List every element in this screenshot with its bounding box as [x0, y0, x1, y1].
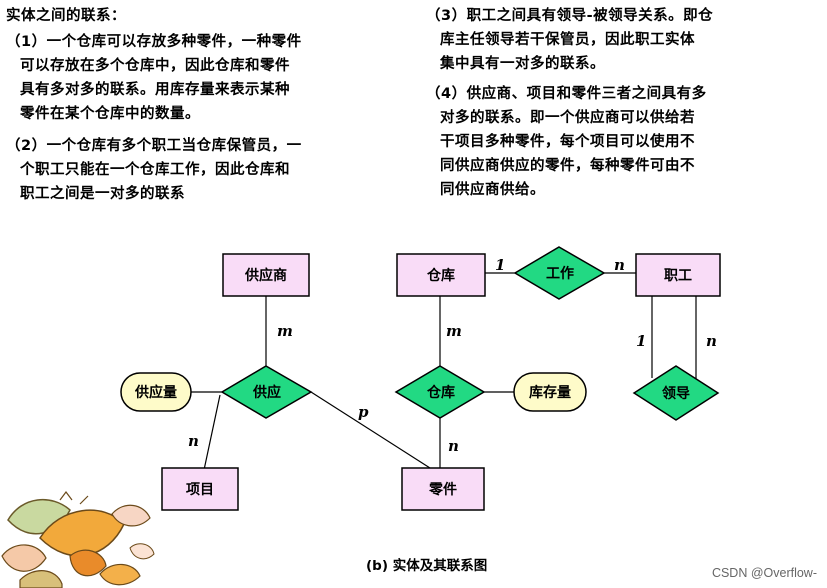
line-supply-part — [310, 391, 431, 469]
cardinality-supply-project: n — [188, 432, 199, 450]
entity-supplier-label: 供应商 — [244, 267, 287, 284]
entity-part-label: 零件 — [428, 481, 457, 498]
relationship-store-label: 仓库 — [426, 384, 455, 401]
paragraph-2-line: （2）一个仓库有多个职工当仓库保管员，一 — [6, 138, 302, 154]
relationship-lead — [632, 365, 720, 421]
entity-warehouse — [396, 253, 486, 297]
connector-lines — [190, 272, 697, 471]
relationship-supply — [220, 365, 313, 419]
cardinality-lead-left: 1 — [636, 332, 646, 350]
paragraph-1-line: （1）一个仓库可以存放多种零件，一种零件 — [6, 34, 302, 50]
attribute-stock-qty-label: 库存量 — [529, 384, 571, 401]
paragraph-1-line: 具有多对多的联系。用库存量来表示某种 — [20, 82, 290, 98]
paragraph-4-line: （4）供应商、项目和零件三者之间具有多 — [426, 86, 707, 102]
entity-employee-label: 职工 — [664, 268, 692, 284]
cardinality-work-employee: n — [614, 256, 625, 274]
entity-employee — [635, 253, 721, 297]
attribute-supply-qty-label: 供应量 — [134, 384, 177, 401]
paragraph-2: （2）一个仓库有多个职工当仓库保管员，一 个职工只能在一个仓库工作，因此仓库和 … — [6, 134, 302, 206]
relationship-lead-label: 领导 — [662, 385, 690, 402]
paragraph-3-line: 库主任领导若干保管员，因此职工实体 — [440, 32, 695, 48]
entity-supplier — [222, 253, 310, 297]
line-supply-project — [203, 394, 221, 471]
cardinality-store-part: n — [448, 437, 459, 455]
relationship-work-label: 工作 — [546, 265, 574, 282]
paragraph-1: （1）一个仓库可以存放多种零件，一种零件 可以存放在多个仓库中，因此仓库和零件 … — [6, 30, 302, 126]
paragraph-3-line: 集中具有一对多的联系。 — [440, 56, 605, 72]
entity-project-label: 项目 — [186, 482, 214, 498]
paragraph-4: （4）供应商、项目和零件三者之间具有多 对多的联系。即一个供应商可以供给若 干项… — [426, 82, 707, 202]
paragraph-3-line: （3）职工之间具有领导-被领导关系。即仓 — [426, 8, 714, 24]
decorative-leaves-icon — [1, 491, 155, 588]
cardinality-warehouse-store: m — [446, 322, 462, 340]
paragraph-4-line: 干项目多种零件，每个项目可以使用不 — [440, 134, 695, 150]
attribute-supply-qty — [120, 372, 192, 412]
paragraph-4-line: 同供应商供给。 — [440, 182, 545, 198]
cardinality-supply-part: p — [358, 403, 369, 421]
paragraph-1-line: 零件在某个仓库中的数量。 — [20, 106, 200, 122]
cardinality-warehouse-work: 1 — [495, 256, 505, 274]
relationship-supply-label: 供应 — [252, 384, 281, 401]
paragraph-4-line: 同供应商供应的零件，每种零件可由不 — [440, 158, 695, 174]
paragraph-4-line: 对多的联系。即一个供应商可以供给若 — [440, 110, 695, 126]
cardinality-supplier-supply: m — [277, 322, 293, 340]
paragraph-3: （3）职工之间具有领导-被领导关系。即仓 库主任领导若干保管员，因此职工实体 集… — [426, 4, 713, 76]
paragraph-2-line: 职工之间是一对多的联系 — [20, 186, 185, 202]
entity-warehouse-label: 仓库 — [426, 267, 455, 284]
paragraph-1-line: 可以存放在多个仓库中，因此仓库和零件 — [20, 58, 290, 74]
section-title: 实体之间的联系： — [6, 8, 126, 24]
entity-project — [161, 467, 239, 511]
relationship-store — [394, 365, 486, 419]
entity-part — [401, 467, 485, 511]
watermark: CSDN @Overflow- — [711, 566, 817, 580]
cardinality-lead-right: n — [706, 332, 717, 350]
attribute-stock-qty — [513, 372, 587, 412]
relationship-work — [513, 246, 606, 300]
diagram-caption: (b) 实体及其联系图 — [366, 558, 488, 574]
paragraph-2-line: 个职工只能在一个仓库工作，因此仓库和 — [20, 162, 290, 178]
